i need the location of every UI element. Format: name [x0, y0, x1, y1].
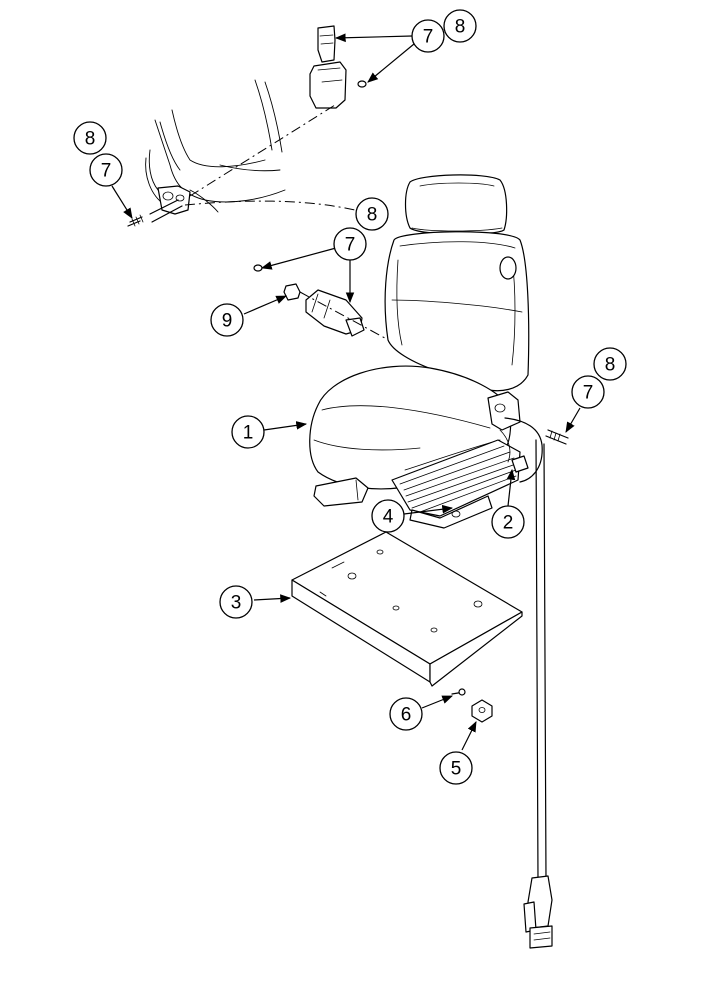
callout-8-mid: 8: [355, 197, 389, 231]
operator-seat: [309, 174, 543, 529]
callout-7-mid: 7: [260, 227, 367, 304]
svg-text:8: 8: [367, 205, 378, 226]
right-anchor-bolt: [545, 429, 569, 445]
callout-8-right: 8: [593, 347, 627, 381]
svg-text:2: 2: [503, 513, 514, 534]
left-belt-anchor: [127, 185, 191, 227]
svg-text:3: 3: [231, 593, 242, 614]
svg-text:8: 8: [605, 355, 616, 376]
callout-8-left: 8: [73, 121, 107, 155]
mid-belt-buckle: [253, 264, 365, 337]
svg-text:7: 7: [101, 161, 112, 182]
svg-text:9: 9: [222, 311, 233, 332]
seat-harness: [523, 439, 553, 949]
svg-text:6: 6: [401, 705, 412, 726]
svg-text:5: 5: [451, 759, 462, 780]
callout-7-right: 7: [565, 375, 605, 433]
svg-text:4: 4: [383, 507, 394, 528]
svg-text:7: 7: [583, 383, 594, 404]
seat-mount-plate: [291, 531, 523, 687]
callout-1: 1: [231, 415, 308, 449]
svg-text:7: 7: [423, 27, 434, 48]
callout-4: 4: [371, 499, 454, 533]
callout-3: 3: [219, 585, 292, 619]
callout-8-top: 8: [443, 9, 477, 43]
callout-6: 6: [389, 695, 454, 731]
callout-9: 9: [210, 295, 287, 337]
upper-belt-buckle: [309, 25, 367, 109]
callout-5: 5: [439, 721, 477, 785]
callout-2: 2: [491, 468, 525, 539]
callout-7-top: 7: [334, 19, 445, 83]
svg-text:7: 7: [345, 235, 356, 256]
svg-text:8: 8: [455, 17, 466, 38]
svg-text:8: 8: [85, 129, 96, 150]
screw-and-nut: [451, 688, 493, 723]
svg-text:1: 1: [243, 423, 254, 444]
callout-7-left: 7: [89, 153, 133, 219]
